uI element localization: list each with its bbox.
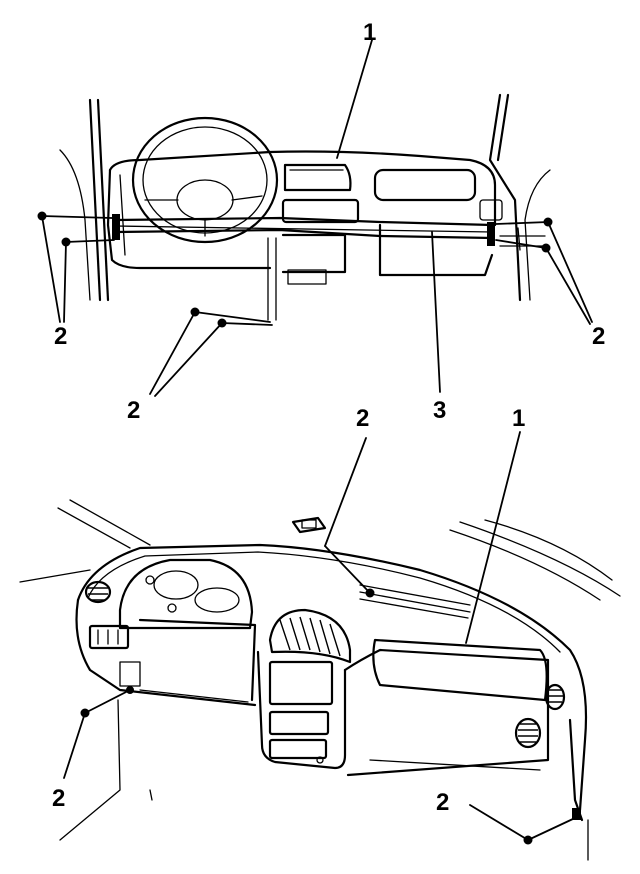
callout-2-bottom-right: 2 (436, 789, 449, 816)
callout-2-bottom-top: 2 (356, 405, 369, 432)
callout-1-bottom: 1 (512, 405, 525, 432)
callout-2-top-right: 2 (592, 323, 605, 350)
callout-2-top-left: 2 (54, 323, 67, 350)
callout-3-top: 3 (433, 397, 446, 424)
callout-2-top-center: 2 (127, 397, 140, 424)
top-view-instrument-panel (37, 39, 593, 397)
bottom-view-instrument-panel (19, 431, 621, 861)
callout-2-bottom-left: 2 (52, 785, 65, 812)
callout-1-top: 1 (363, 19, 376, 46)
